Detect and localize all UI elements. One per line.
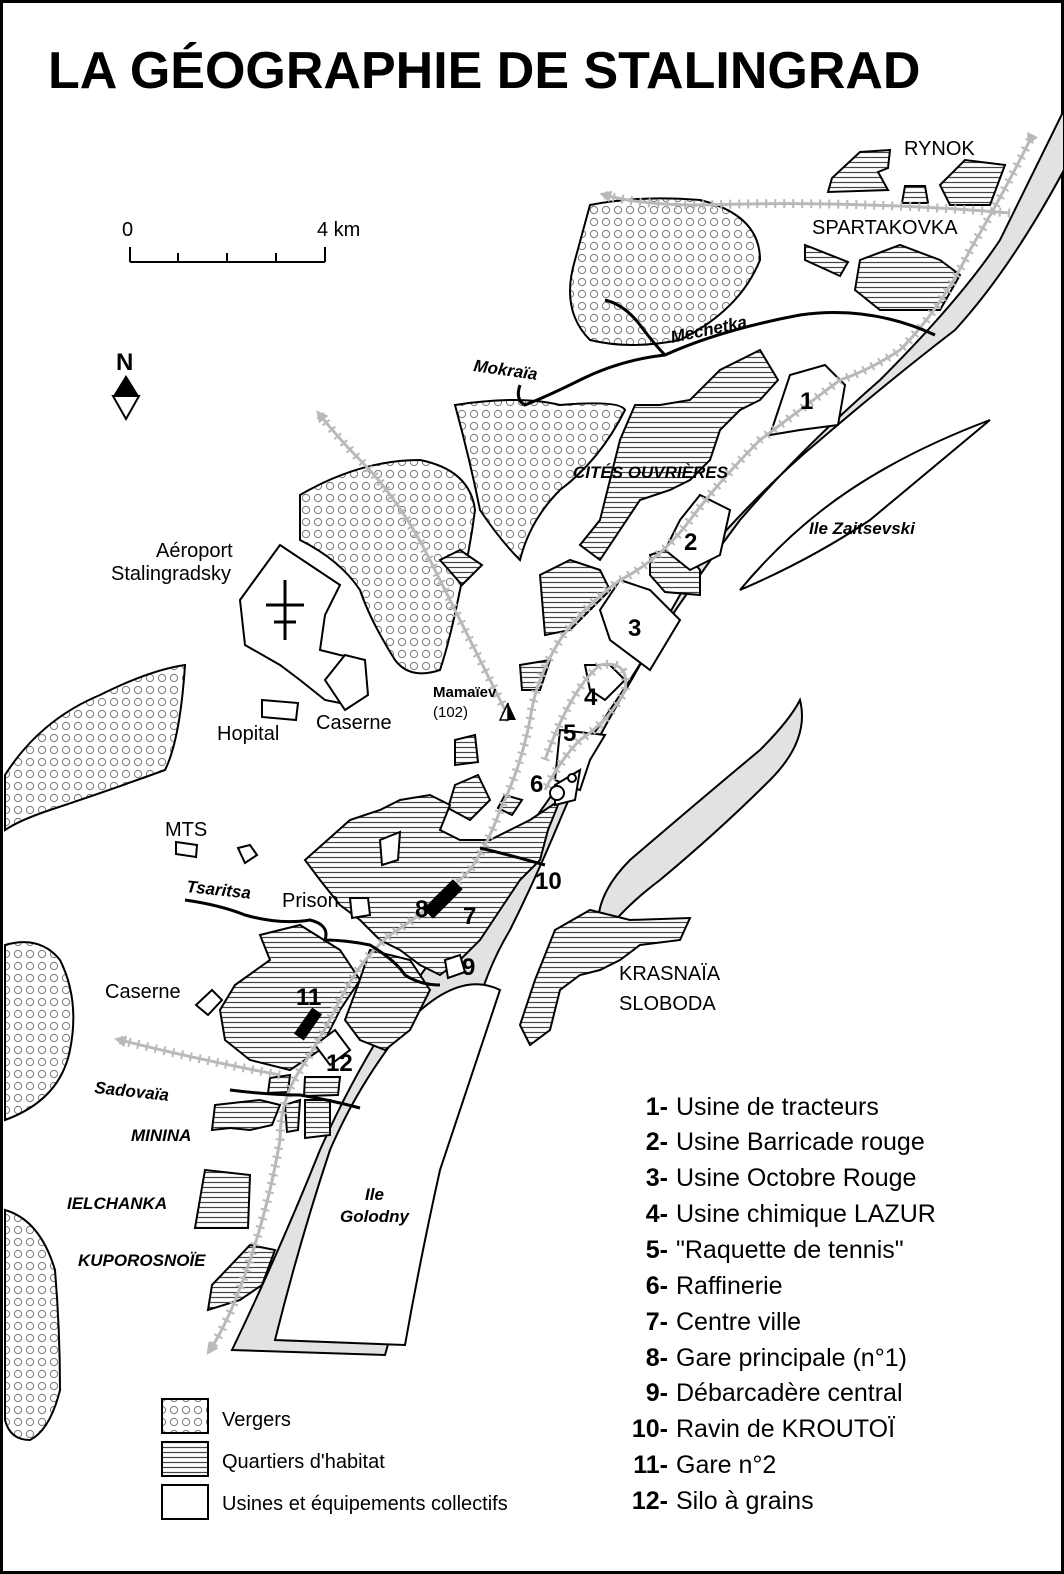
key-num-1: 1- — [646, 1093, 668, 1121]
key-num-10: 10- — [632, 1415, 668, 1443]
label-mamaiev-height: (102) — [433, 704, 468, 721]
key-text-6: Raffinerie — [676, 1272, 783, 1300]
marker-1: 1 — [800, 388, 813, 415]
label-mamaiev: Mamaïev — [433, 684, 497, 701]
map-number-markers: 1 2 3 4 5 6 7 8 9 10 11 12 — [296, 388, 813, 1077]
key-num-12: 12- — [632, 1487, 668, 1515]
gare-2-marker — [293, 1007, 323, 1041]
key-num-4: 4- — [646, 1200, 668, 1228]
key-text-11: Gare n°2 — [676, 1451, 776, 1479]
label-cites-ouvrieres: CITÉS OUVRIÈRES — [573, 463, 729, 482]
legend-swatch-usines — [161, 1484, 209, 1520]
label-mokraia: Mokraïa — [472, 356, 538, 384]
marker-3: 3 — [628, 615, 641, 642]
key-text-10: Ravin de KROUTOÏ — [676, 1415, 895, 1443]
legend: Vergers Quartiers d'habitat Usines et éq… — [161, 1398, 508, 1520]
marker-6: 6 — [530, 771, 543, 798]
marker-7: 7 — [463, 903, 476, 930]
key-text-9: Débarcadère central — [676, 1379, 903, 1407]
label-caserne-1: Caserne — [316, 712, 392, 734]
gare-principale-marker — [423, 879, 463, 919]
label-tsaritsa: Tsaritsa — [186, 877, 252, 903]
label-prison: Prison — [282, 890, 339, 912]
key-num-9: 9- — [646, 1379, 668, 1407]
legend-label-vergers: Vergers — [222, 1409, 291, 1431]
north-arrow-icon — [113, 375, 139, 396]
label-mts: MTS — [165, 819, 207, 841]
orchards — [4, 197, 762, 1442]
key-num-3: 3- — [646, 1164, 668, 1192]
marker-12: 12 — [326, 1050, 353, 1077]
marker-2: 2 — [684, 529, 697, 556]
ile-golodny — [273, 983, 502, 1347]
north-label: N — [116, 349, 133, 376]
north-arrow: N — [111, 349, 141, 422]
legend-swatch-habitat — [161, 1441, 209, 1477]
map-title: LA GÉOGRAPHIE DE STALINGRAD — [48, 42, 920, 100]
railways — [114, 131, 1039, 1355]
numbered-key: 1- Usine de tracteurs 2- Usine Barricade… — [632, 1093, 936, 1515]
key-text-5: "Raquette de tennis" — [676, 1236, 904, 1264]
ile-zaitsevski — [739, 419, 991, 591]
key-num-6: 6- — [646, 1272, 668, 1300]
label-spartakovka: SPARTAKOVKA — [812, 217, 958, 239]
label-ile-zaitsevski: Ile Zaitsevski — [809, 519, 916, 538]
legend-label-usines: Usines et équipements collectifs — [222, 1493, 508, 1515]
label-kuporosnoie: KUPOROSNOÏE — [78, 1251, 206, 1270]
label-minina: MININA — [131, 1126, 191, 1145]
legend-label-habitat: Quartiers d'habitat — [222, 1451, 385, 1473]
marker-4: 4 — [584, 684, 598, 711]
key-num-11: 11- — [633, 1451, 668, 1479]
streams — [184, 298, 936, 1110]
residential-areas — [193, 148, 1007, 1312]
label-krasnaia: KRASNAÏA — [619, 963, 721, 985]
label-aeroport-1: Aéroport — [156, 540, 233, 562]
key-num-8: 8- — [646, 1344, 668, 1372]
volga-river — [230, 109, 1064, 1357]
label-rynok: RYNOK — [904, 138, 975, 160]
key-text-7: Centre ville — [676, 1308, 801, 1336]
key-text-2: Usine Barricade rouge — [676, 1128, 925, 1156]
label-sadovaia: Sadovaïa — [94, 1078, 170, 1105]
marker-9: 9 — [462, 954, 475, 981]
scale-end-label: 4 km — [317, 219, 360, 241]
refinery-tank-icon — [549, 785, 565, 801]
airport-runway-icon — [266, 580, 304, 640]
marker-11: 11 — [296, 984, 321, 1011]
scale-zero-label: 0 — [122, 219, 133, 241]
scale-bar: 0 4 km — [122, 219, 360, 263]
legend-swatch-vergers — [161, 1398, 209, 1434]
key-text-1: Usine de tracteurs — [676, 1093, 879, 1121]
factories-facilities — [175, 363, 847, 1067]
label-ielchanka: IELCHANKA — [67, 1194, 167, 1213]
label-caserne-2: Caserne — [105, 981, 181, 1003]
key-text-4: Usine chimique LAZUR — [676, 1200, 936, 1228]
label-sloboda: SLOBODA — [619, 993, 716, 1015]
key-num-7: 7- — [646, 1308, 668, 1336]
label-aeroport-2: Stalingradsky — [111, 563, 231, 585]
marker-10: 10 — [535, 868, 562, 895]
label-ile-golodny-1: Ile — [365, 1185, 384, 1204]
marker-8: 8 — [415, 896, 428, 923]
key-text-3: Usine Octobre Rouge — [676, 1164, 916, 1192]
key-text-12: Silo à grains — [676, 1487, 814, 1515]
label-hopital: Hopital — [217, 723, 279, 745]
key-num-5: 5- — [646, 1236, 668, 1264]
label-ile-golodny-2: Golodny — [340, 1207, 410, 1226]
marker-5: 5 — [563, 720, 576, 747]
key-num-2: 2- — [646, 1128, 668, 1156]
key-text-8: Gare principale (n°1) — [676, 1344, 907, 1372]
place-labels: RYNOK SPARTAKOVKA CITÉS OUVRIÈRES Ile Za… — [67, 138, 975, 1270]
